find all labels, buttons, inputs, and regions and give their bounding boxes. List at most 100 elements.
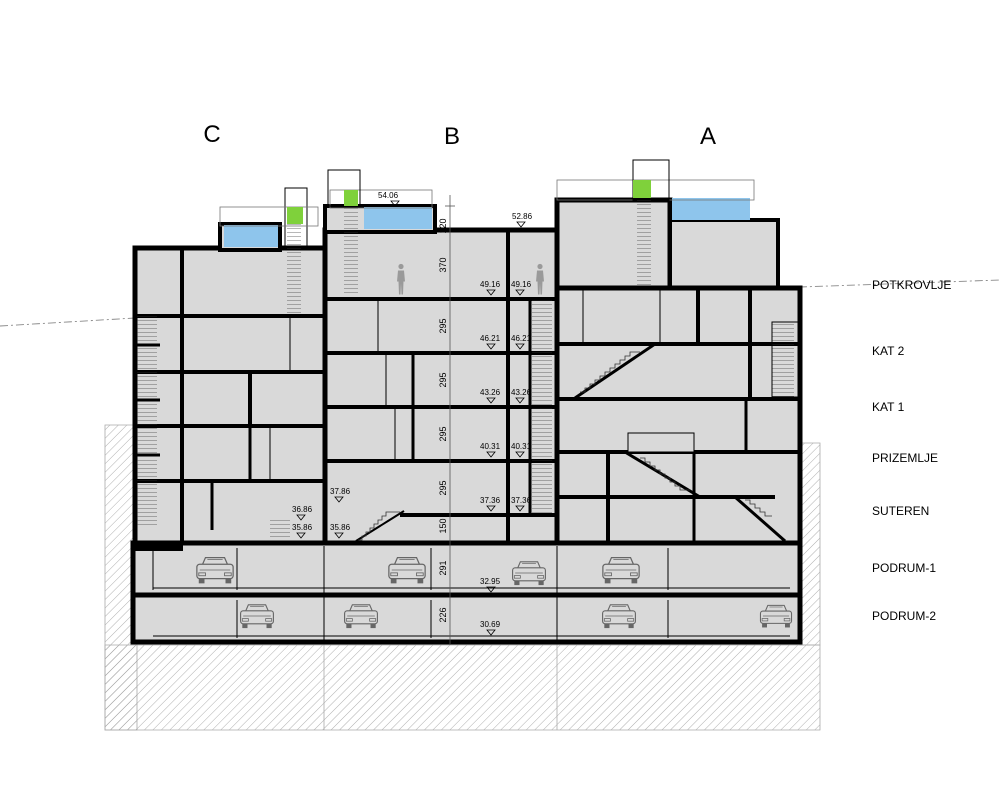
- floor-label-kat-1: KAT 1: [872, 400, 905, 414]
- elevation-label: 43.26: [511, 388, 532, 397]
- ground-hatch-bottom: [104, 644, 821, 731]
- elevation-markers-b-center: 54.06 49.16 46.21 43.26 40.31 37.36 32.9…: [378, 191, 501, 636]
- a-right-stairs: [772, 322, 794, 397]
- building-b-body: [322, 227, 560, 546]
- terrain-line: [0, 279, 1000, 327]
- dimension-label: 291: [438, 560, 448, 575]
- elevation-label: 54.06: [378, 191, 399, 200]
- a-right-core: [771, 321, 799, 398]
- b-right-stairs: [532, 299, 552, 514]
- floor-label-prizemlje: PRIZEMLJE: [872, 451, 938, 465]
- elevation-triangle-icon: [334, 496, 344, 503]
- podrum-2-slab: [130, 592, 803, 645]
- elevation-label: 46.21: [480, 334, 501, 343]
- elevation-triangle-icon: [486, 451, 496, 458]
- a-stair: [734, 495, 786, 543]
- c-left-stairs: [137, 316, 157, 526]
- elevation-triangle-icon: [515, 343, 525, 350]
- elevation-triangle-icon: [486, 586, 496, 593]
- elevation-triangle-icon: [296, 532, 306, 539]
- a-stair: [624, 450, 701, 499]
- dimension-label: 295: [438, 318, 448, 333]
- elevation-markers-c: 36.86 35.86: [292, 505, 313, 539]
- building-a-roof-room: [668, 218, 780, 292]
- building-a-pool-rail: [556, 179, 755, 201]
- elevation-markers-b-left: 37.86 35.86: [330, 487, 351, 539]
- dimension-label: 295: [438, 480, 448, 495]
- dimension-label: 150: [438, 518, 448, 533]
- elevation-label: 43.26: [480, 388, 501, 397]
- a-stair-steps: [745, 499, 772, 517]
- building-c-pool-water: [224, 225, 278, 247]
- elevation-triangle-icon: [515, 397, 525, 404]
- elevation-triangle-icon: [515, 505, 525, 512]
- building-b-stairs: [344, 206, 358, 296]
- elevation-label: 52.86: [512, 212, 533, 221]
- building-b-pool-rail: [329, 189, 433, 209]
- floor-label-podrum-1: PODRUM-1: [872, 561, 936, 575]
- c-suteren-stairs: [270, 518, 290, 540]
- elevation-label: 37.36: [511, 496, 532, 505]
- floor-label-podrum-2: PODRUM-2: [872, 609, 936, 623]
- elevation-markers-b-right: 52.86 49.16 46.21 43.26 40.31 37.36: [511, 212, 533, 512]
- building-c-green-marker: [287, 207, 303, 224]
- elevation-triangle-icon: [486, 343, 496, 350]
- elevation-triangle-icon: [486, 505, 496, 512]
- a-stair-steps: [580, 351, 640, 393]
- elevation-triangle-icon: [296, 514, 306, 521]
- elevation-label: 49.16: [480, 280, 501, 289]
- vertical-dimensions: 120 370 295 295 295 295 150 291 226: [438, 218, 448, 622]
- a-stair-steps: [640, 457, 690, 491]
- elevation-triangle-icon: [516, 221, 526, 228]
- dimension-label: 370: [438, 257, 448, 272]
- elevation-triangle-icon: [486, 629, 496, 636]
- basement-levels: [130, 540, 803, 645]
- building-a-green-marker: [633, 180, 651, 198]
- building-b-green-marker: [344, 190, 358, 206]
- building-c-section: [132, 187, 328, 546]
- dimension-label: 295: [438, 372, 448, 387]
- ground-hatch-right: [799, 442, 821, 646]
- building-c-stairs: [287, 224, 301, 314]
- ramp-block: [133, 543, 183, 551]
- elevation-triangle-icon: [390, 200, 400, 207]
- building-a-stairs: [637, 198, 651, 290]
- dimension-label: 295: [438, 426, 448, 441]
- dimension-label: 226: [438, 607, 448, 622]
- elevation-label: 37.86: [330, 487, 351, 496]
- elevation-label: 49.16: [511, 280, 532, 289]
- floor-label-potkrovlje: POTKROVLJE: [872, 278, 951, 292]
- elevation-label: 35.86: [330, 523, 351, 532]
- building-label-c: C: [203, 121, 220, 148]
- elevation-label: 30.69: [480, 620, 501, 629]
- building-c-pool-rail: [219, 206, 319, 227]
- elevation-triangle-icon: [486, 289, 496, 296]
- elevation-triangle-icon: [486, 397, 496, 404]
- building-label-a: A: [700, 123, 716, 150]
- elevation-label: 46.21: [511, 334, 532, 343]
- elevation-label: 37.36: [480, 496, 501, 505]
- elevation-label: 36.86: [292, 505, 313, 514]
- elevation-triangle-icon: [515, 289, 525, 296]
- building-b-section: [322, 169, 560, 645]
- elevation-label: 40.31: [511, 442, 532, 451]
- elevation-triangle-icon: [334, 532, 344, 539]
- podrum-1-slab: [130, 540, 803, 598]
- building-a-body: [554, 285, 803, 546]
- elevation-label: 35.86: [292, 523, 313, 532]
- building-a-pool-water: [672, 198, 750, 220]
- dimension-label: 120: [438, 218, 448, 233]
- a-stair: [574, 342, 656, 400]
- elevation-label: 40.31: [480, 442, 501, 451]
- building-a-section: [554, 159, 803, 546]
- ground-terrain: [104, 424, 821, 731]
- floor-label-suteren: SUTEREN: [872, 504, 929, 518]
- building-a-top-block: [554, 197, 673, 293]
- elevation-triangle-icon: [515, 451, 525, 458]
- b-suteren-stair-steps: [358, 511, 400, 541]
- floor-label-kat-2: KAT 2: [872, 344, 905, 358]
- a-void: [627, 432, 695, 453]
- building-b-pool-water: [364, 207, 432, 229]
- elevation-label: 32.95: [480, 577, 501, 586]
